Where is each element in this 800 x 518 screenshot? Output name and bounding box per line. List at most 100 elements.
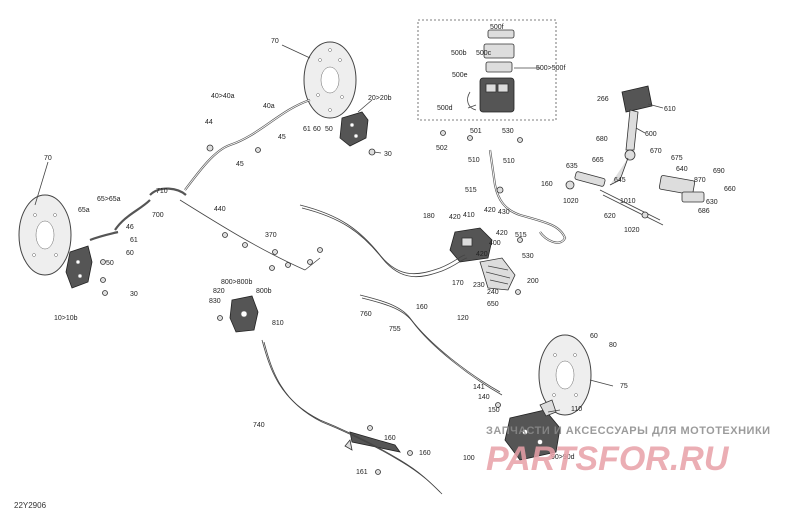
callout: 440 (214, 206, 226, 213)
watermark: ЗАПЧАСТИ И АКСЕССУАРЫ ДЛЯ МОТОТЕХНИКИ PA… (486, 425, 771, 478)
callout: 230 (473, 282, 485, 289)
callout: 675 (671, 155, 683, 162)
callout: 635 (566, 163, 578, 170)
callout: 100 (463, 455, 475, 462)
callout: 160 (541, 181, 553, 188)
callout: 420 (484, 207, 496, 214)
callout: 45 (236, 161, 244, 168)
callout: 40>40a (211, 93, 235, 100)
callout: 10>10b (54, 315, 78, 322)
callout: 600 (645, 131, 657, 138)
brake-caliper-front-right (339, 111, 369, 147)
callout: 420 (476, 251, 488, 258)
callout: 500b (451, 50, 467, 57)
callout: 61 (303, 126, 311, 133)
callout: 530 (522, 253, 534, 260)
callout: 1020 (563, 198, 579, 205)
callout: 820 (213, 288, 225, 295)
brake-caliper-rear (504, 399, 561, 461)
callout: 40a (263, 103, 275, 110)
callout: 515 (515, 232, 527, 239)
callout: 65a (78, 207, 90, 214)
master-cylinder (467, 29, 515, 113)
callout: 240 (487, 289, 499, 296)
callout: 686 (698, 208, 710, 215)
callout: 700 (152, 212, 164, 219)
callout: 645 (614, 177, 626, 184)
callout: 44 (205, 119, 213, 126)
callout: 665 (592, 157, 604, 164)
callout: 75 (620, 383, 628, 390)
diagram-reference-code: 22Y2906 (14, 501, 47, 510)
callout: 160 (416, 304, 428, 311)
callout: 810 (272, 320, 284, 327)
callout: 680 (596, 136, 608, 143)
callout: 60 (126, 250, 134, 257)
brake-disc-front-left (18, 194, 72, 276)
callout: 500d (437, 105, 453, 112)
callout: 61 (130, 237, 138, 244)
callout: 500e (452, 72, 468, 79)
callout: 30 (384, 151, 392, 158)
brake-pedal (609, 85, 653, 186)
callout: 800b (256, 288, 272, 295)
callout: 530 (502, 128, 514, 135)
callout: 370 (265, 232, 277, 239)
callout: 266 (597, 96, 609, 103)
callout: 161 (356, 469, 368, 476)
callout-labels: 70 70 40>40a 40a 44 45 45 61 60 50 20>20… (44, 24, 736, 476)
callout: 640 (676, 166, 688, 173)
callout: 420 (496, 230, 508, 237)
callout: 1020 (624, 227, 640, 234)
watermark-tagline: ЗАПЧАСТИ И АКСЕССУАРЫ ДЛЯ МОТОТЕХНИКИ (486, 425, 771, 437)
callout: 690 (713, 168, 725, 175)
parking-brake-caliper (229, 295, 259, 333)
callout: 502 (436, 145, 448, 152)
callout: 515 (465, 187, 477, 194)
watermark-logo: PARTSFOR.RU (486, 440, 730, 478)
callout: 760 (360, 311, 372, 318)
callout: 501 (470, 128, 482, 135)
callout: 500c (476, 50, 492, 57)
callout: 45 (278, 134, 286, 141)
callout: 140 (478, 394, 490, 401)
callout: 500>500f (536, 65, 565, 72)
line-fittings (100, 130, 523, 475)
callout: 410 (463, 212, 475, 219)
callout: 20>20b (368, 95, 392, 102)
callout: 50 (325, 126, 333, 133)
leader-lines (34, 44, 664, 413)
callout: 430 (498, 209, 510, 216)
callout: 400 (489, 240, 501, 247)
callout: 30 (130, 291, 138, 298)
callout: 141 (473, 384, 485, 391)
master-cylinder-group-box (417, 19, 557, 121)
callout: 620 (604, 213, 616, 220)
callout: 510 (503, 158, 515, 165)
callout: 800>800b (221, 279, 252, 286)
callout: 60 (313, 126, 321, 133)
callout: 710 (156, 188, 168, 195)
brake-disc-front-right (303, 41, 357, 119)
brake-disc-rear (538, 334, 592, 416)
callout: 610 (664, 106, 676, 113)
callout: 830 (209, 298, 221, 305)
callout: 160 (384, 435, 396, 442)
callout: 510 (468, 157, 480, 164)
callout: 1010 (620, 198, 636, 205)
callout: 870 (694, 177, 706, 184)
callout: 420 (449, 214, 461, 221)
callout: 65>65a (97, 196, 121, 203)
callout: 500f (490, 24, 504, 31)
callout: 110 (571, 406, 582, 413)
parking-brake-lever (344, 431, 401, 453)
callout: 630 (706, 199, 718, 206)
hydraulic-distribution-block (449, 227, 516, 291)
callout: 46 (126, 224, 134, 231)
callout: 90>90d (551, 454, 575, 461)
callout: 660 (724, 186, 736, 193)
callout: 650 (487, 301, 499, 308)
brake-caliper-front-left (65, 245, 93, 289)
